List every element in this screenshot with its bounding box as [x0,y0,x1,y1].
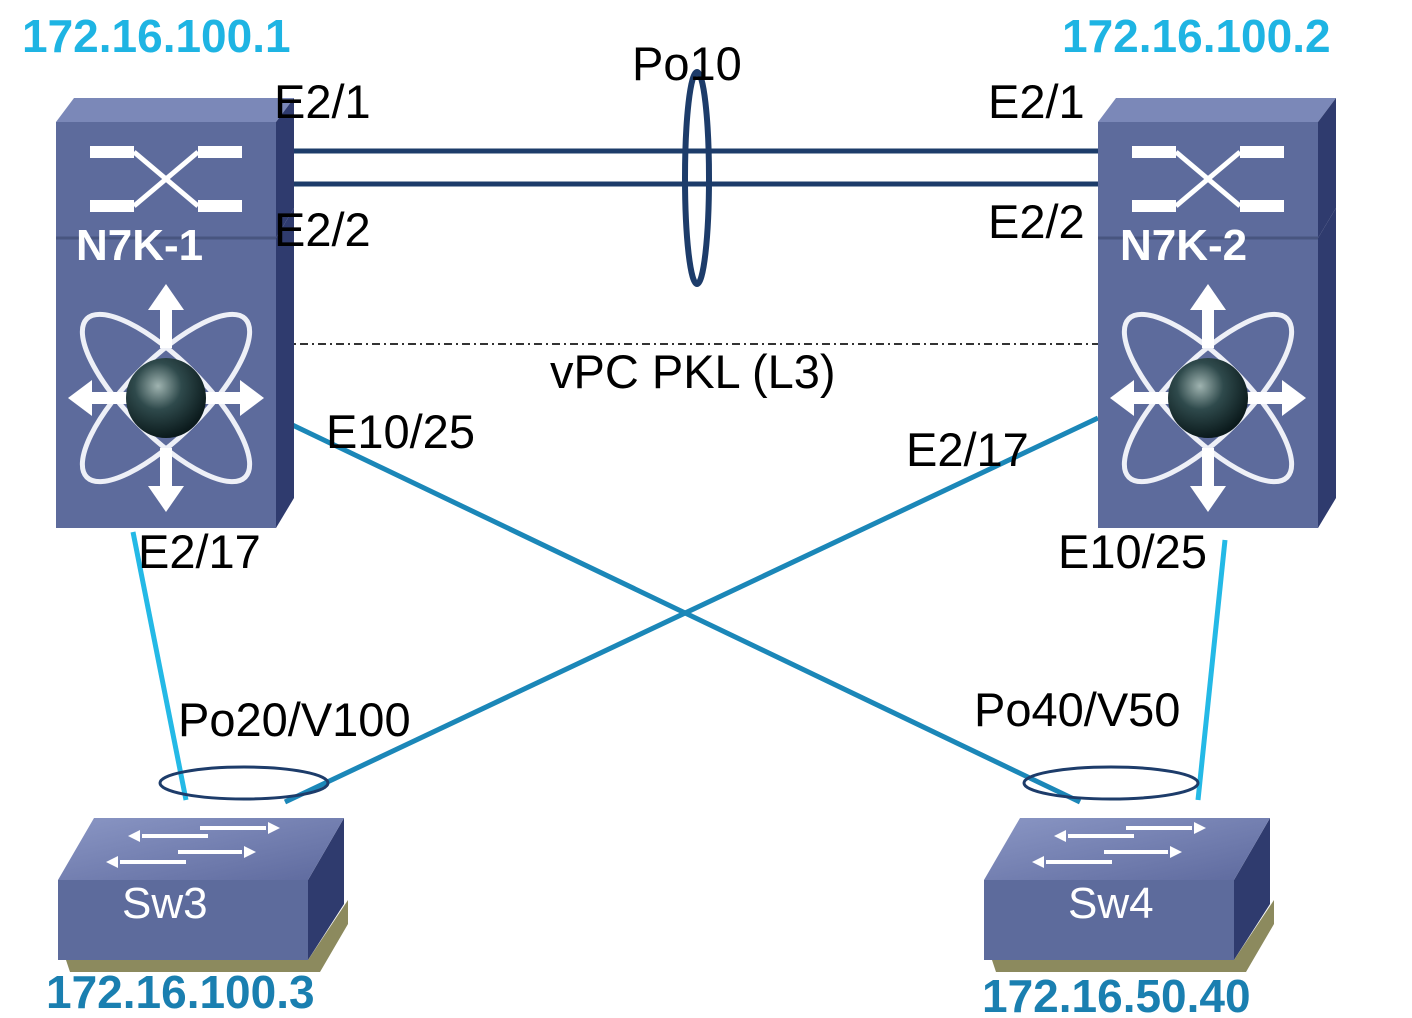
n7k2-port-e2-2-label: E2/2 [988,195,1085,248]
peer-link-po10 [282,69,1098,287]
n7k2-port-e2-1-label: E2/1 [988,75,1085,128]
port-channel-ring [682,69,712,287]
n7k1-name-label: N7K-1 [76,221,203,270]
n7k2-ip-label: 172.16.100.2 [1062,10,1331,62]
port-channel-ring-po20 [158,765,330,801]
n7k2-port-e10-25-label: E10/25 [1058,525,1207,578]
po20-label: Po20/V100 [178,693,411,746]
nexus-7000-switch-icon[interactable] [56,98,294,528]
n7k1-port-e10-25-label: E10/25 [326,405,475,458]
n7k1-ip-label: 172.16.100.1 [22,10,291,62]
nexus-7000-switch-icon[interactable] [1098,98,1336,528]
sw3-ip-label: 172.16.100.3 [46,966,315,1018]
port-channel-ring-po40 [1022,765,1200,801]
link-n7k1-e2-17-to-sw3 [130,531,189,801]
n7k1-port-e2-2-label: E2/2 [274,203,371,256]
link-n7k2-e10-25-to-sw4 [1195,539,1228,801]
link-n7k2-e2-17-to-sw3 [283,415,1100,805]
po10-label: Po10 [632,37,742,90]
n7k1-port-e2-1-label: E2/1 [274,75,371,128]
vpc-pkl-label: vPC PKL (L3) [550,345,836,398]
sw4-name-label: Sw4 [1068,879,1154,928]
link-n7k1-e10-25-to-sw4 [280,417,1082,805]
po40-label: Po40/V50 [974,683,1180,736]
n7k2-port-e2-17-label: E2/17 [906,423,1029,476]
sw3-name-label: Sw3 [122,879,208,928]
sw4-ip-label: 172.16.50.40 [982,970,1251,1018]
n7k2-name-label: N7K-2 [1120,221,1247,270]
n7k1-port-e2-17-label: E2/17 [138,525,261,578]
